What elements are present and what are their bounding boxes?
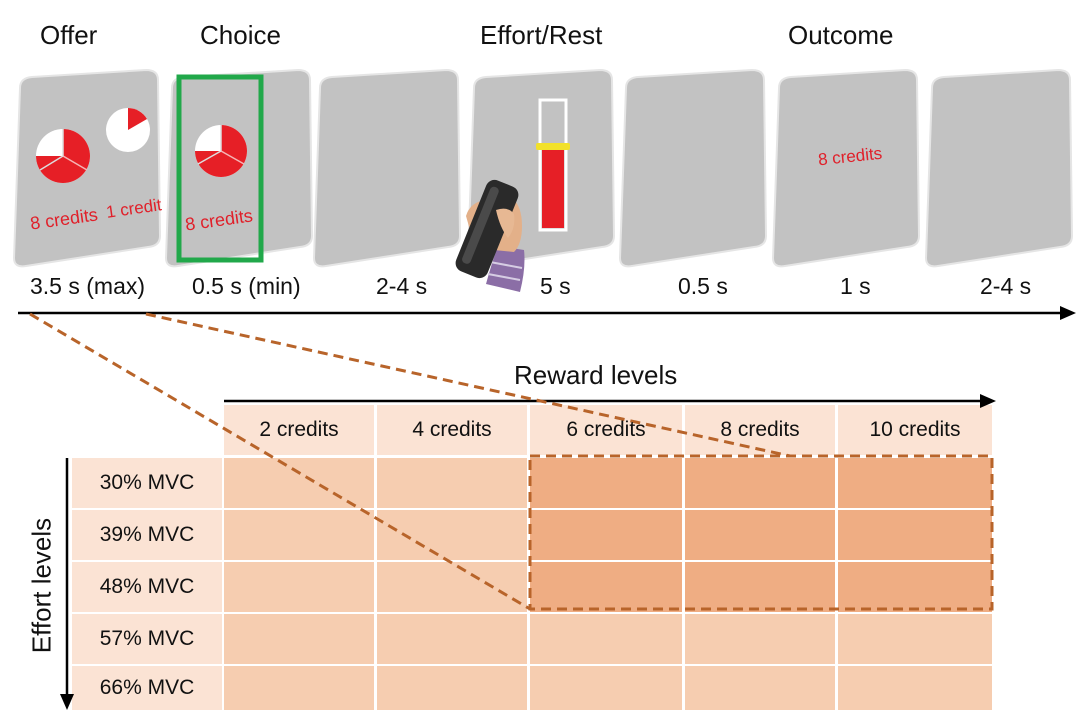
timing-label: 0.5 s (min) [192, 273, 301, 299]
reward-axis-arrow [224, 394, 996, 408]
phase-label-effort-rest: Effort/Rest [480, 20, 603, 50]
phase-label-choice: Choice [200, 20, 281, 50]
screen-choice [164, 68, 314, 268]
effort-level-label: 39% MVC [99, 523, 195, 546]
choice-pie-icon [195, 125, 247, 177]
effort-level-label: 66% MVC [99, 676, 195, 699]
effort-axis-arrow [60, 458, 74, 710]
phase-label-offer: Offer [40, 20, 98, 50]
timing-label: 2-4 s [980, 273, 1032, 299]
reward-level-header: 10 credits [869, 418, 961, 441]
offer-range-highlight-box [528, 454, 994, 611]
effort-level-label: 30% MVC [99, 471, 195, 494]
screen-iti-final [924, 68, 1074, 268]
timing-label: 5 s [540, 273, 571, 299]
offer-pie-left-icon [36, 129, 90, 183]
reward-level-header: 2 credits [259, 418, 339, 441]
hand-grip-icon [455, 179, 525, 292]
effort-axis-title: Effort levels [26, 517, 57, 654]
reward-header-row [224, 405, 992, 455]
reward-level-header: 4 credits [412, 418, 492, 441]
force-target-line [536, 143, 570, 150]
timing-label: 3.5 s (max) [30, 273, 146, 299]
effort-label-column [72, 458, 222, 710]
screen-offer [12, 68, 162, 268]
reward-axis-title: Reward levels [514, 360, 678, 390]
offer-pie-right-icon [106, 108, 150, 152]
choice-highlight-frame [176, 74, 264, 263]
timing-label: 1 s [840, 273, 871, 299]
time-arrow [18, 306, 1076, 320]
force-gauge-fill [542, 150, 564, 228]
effort-level-label: 48% MVC [99, 575, 195, 598]
effort-level-label: 57% MVC [99, 627, 195, 650]
reward-level-header: 6 credits [566, 418, 646, 441]
screen-blank-1 [312, 68, 462, 268]
screen-blank-2 [618, 68, 768, 268]
grid-cells [224, 458, 992, 710]
force-gauge-outline [538, 98, 568, 232]
timing-label: 0.5 s [678, 273, 728, 299]
reward-level-header: 8 credits [720, 418, 800, 441]
phase-label-outcome: Outcome [788, 20, 894, 50]
timing-label: 2-4 s [376, 273, 428, 299]
screen-outcome [771, 68, 921, 268]
zoom-connector-lines [29, 312, 791, 611]
